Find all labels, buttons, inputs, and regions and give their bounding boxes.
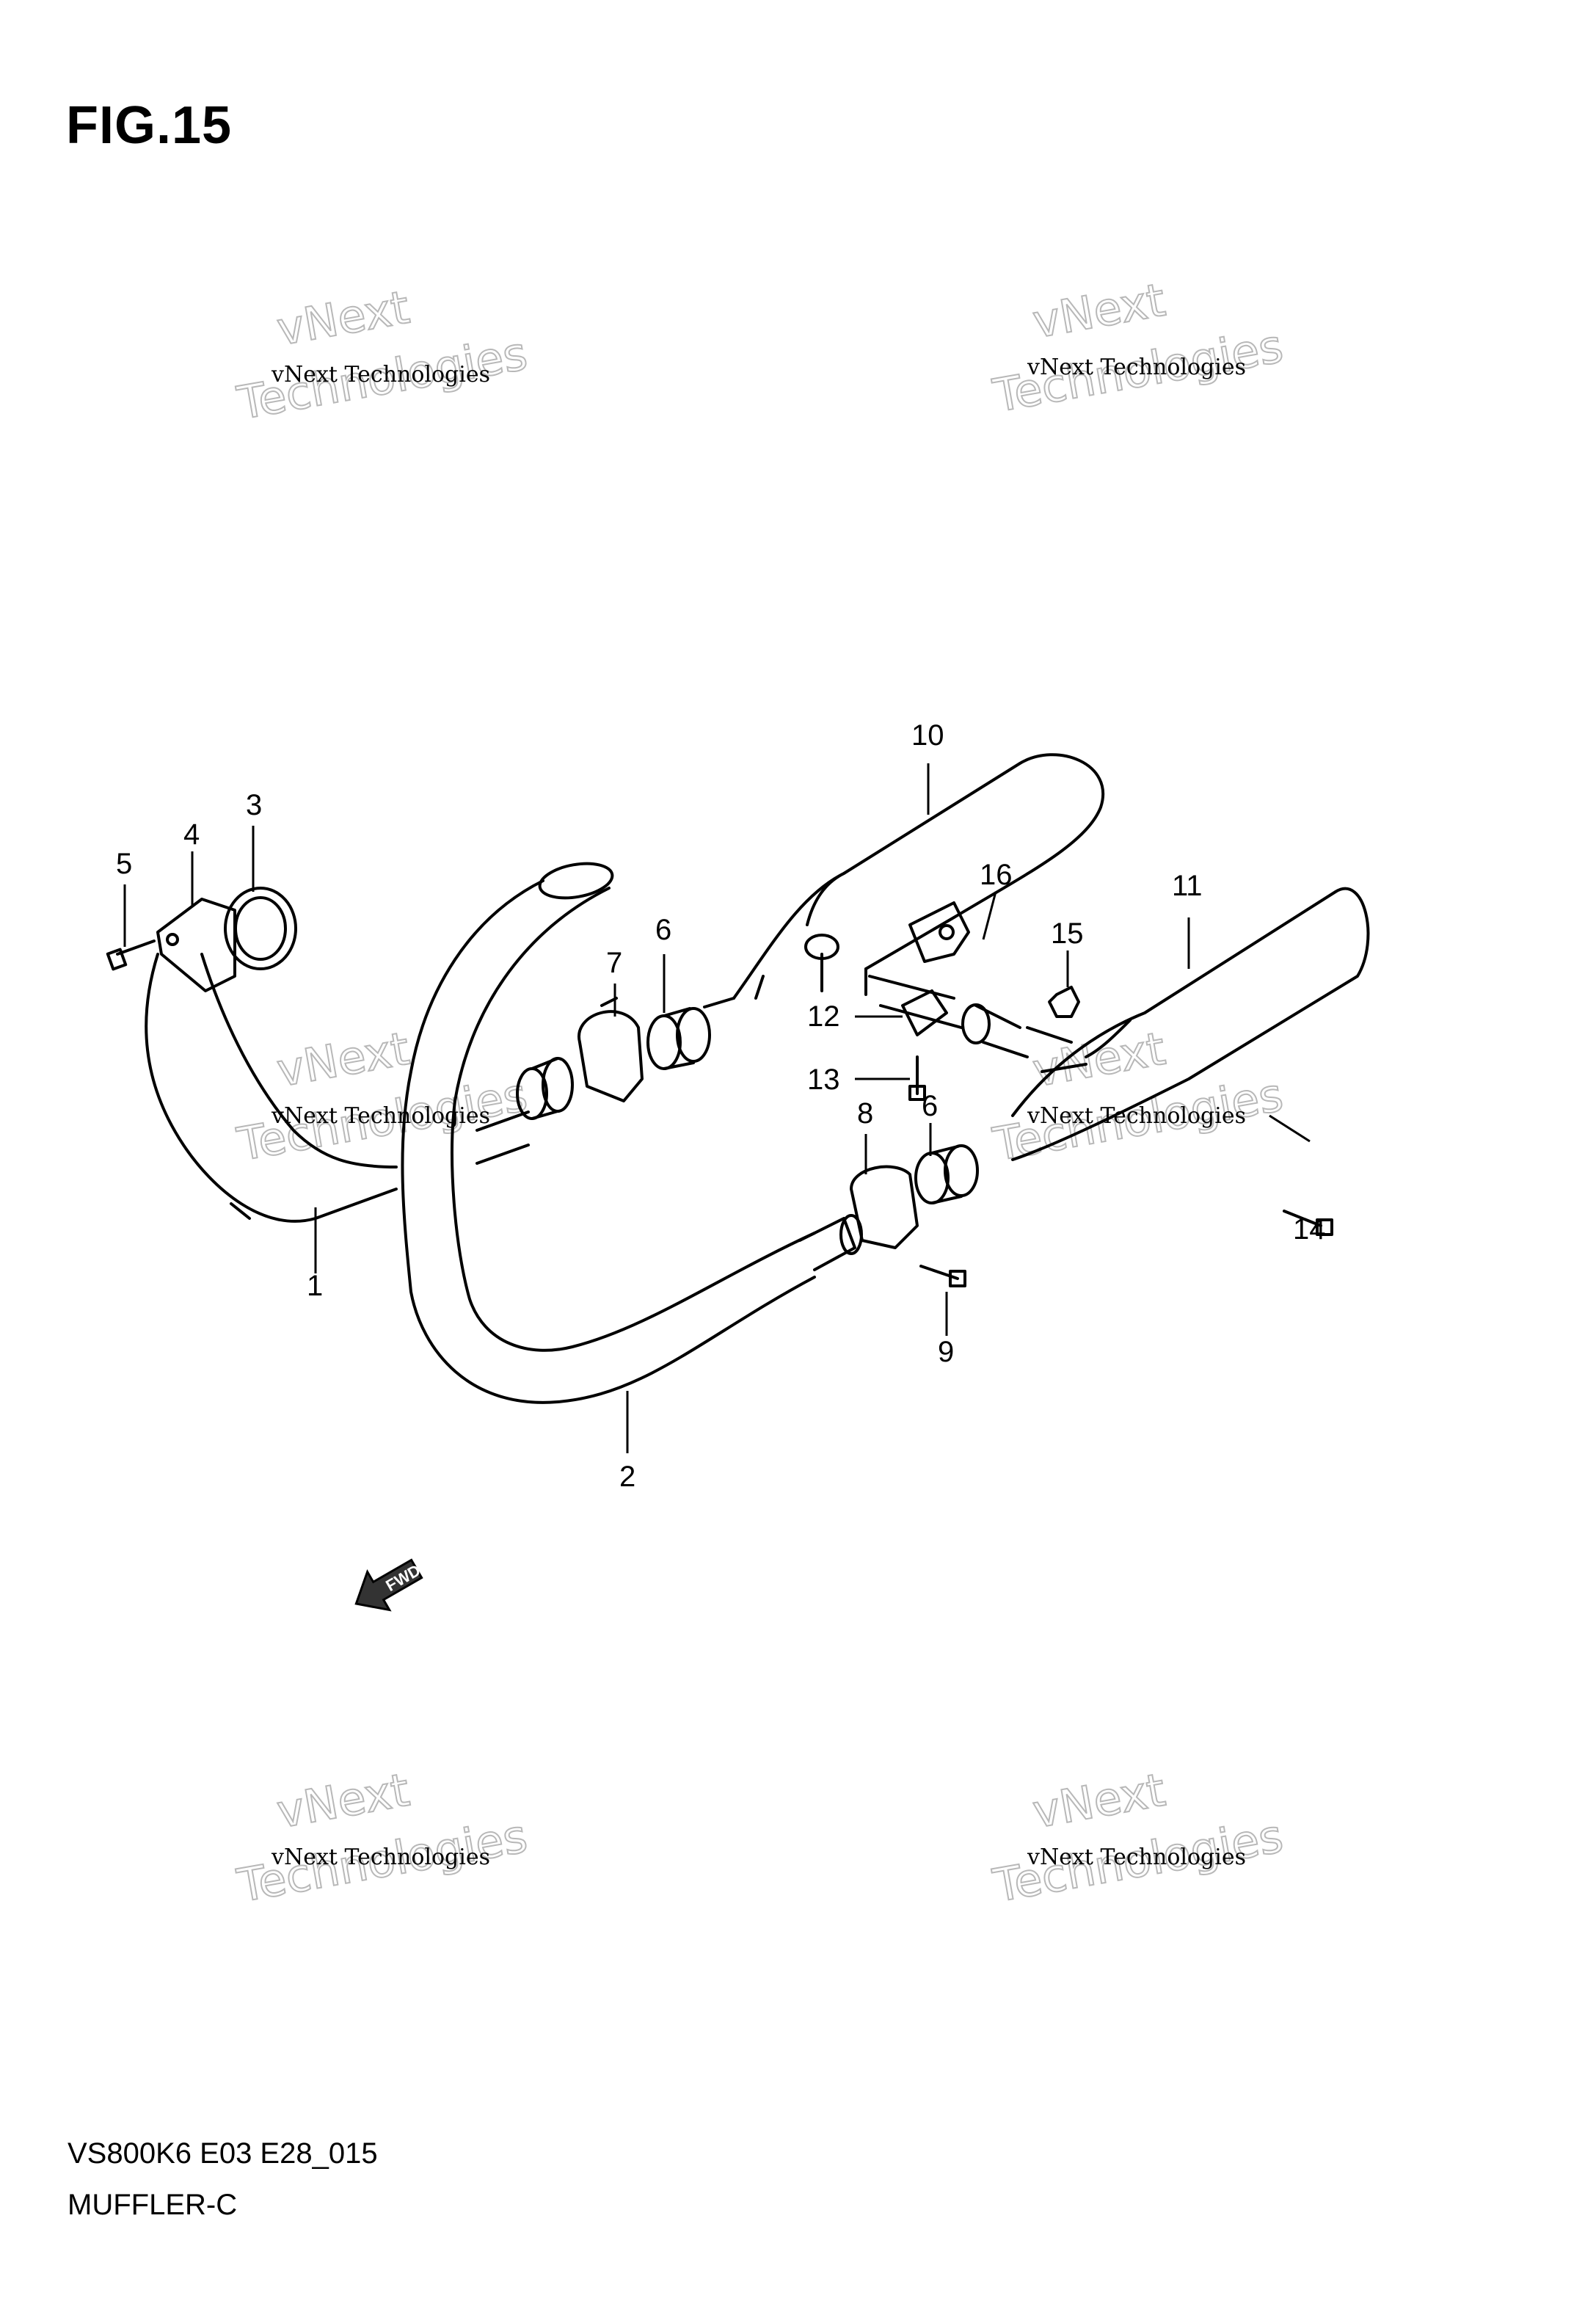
watermark-small: vNext Technologies <box>1027 1103 1246 1129</box>
watermark-small: vNext Technologies <box>1027 355 1246 380</box>
watermark-big-1: vNext <box>273 1022 413 1097</box>
callout-1: 1 <box>307 1270 323 1302</box>
part-flange <box>156 898 236 992</box>
arrow-icon <box>354 1558 423 1612</box>
callout-6-upper: 6 <box>655 914 671 946</box>
part-bracket-16 <box>908 901 970 963</box>
figure-name: MUFFLER-C <box>68 2189 238 2221</box>
watermark-big-1: vNext <box>1029 1763 1169 1839</box>
watermark-small: vNext Technologies <box>271 362 490 388</box>
callout-15: 15 <box>1051 917 1084 950</box>
callout-12: 12 <box>807 1000 840 1033</box>
callout-2: 2 <box>619 1461 635 1493</box>
watermark-bottom-left: vNext Technologies vNext Technologies <box>233 1762 532 1913</box>
callout-labels: 1 2 3 4 5 6 7 8 6 9 10 11 12 13 14 15 16 <box>116 719 1326 1493</box>
part-bolt-14 <box>1283 1210 1333 1236</box>
callout-7: 7 <box>606 947 622 979</box>
figure-code: VS800K6 E03 E28_015 <box>68 2137 378 2170</box>
callout-8: 8 <box>857 1097 873 1130</box>
watermark-big-1: vNext <box>1029 1022 1169 1097</box>
callout-16: 16 <box>980 859 1013 891</box>
watermark-big-1: vNext <box>273 1763 413 1839</box>
callout-9: 9 <box>938 1336 954 1368</box>
leader-lines <box>123 763 1311 1453</box>
watermark-top-left: vNext Technologies vNext Technologies <box>233 280 532 431</box>
part-clamp-8 <box>850 1165 919 1249</box>
callout-4: 4 <box>183 818 200 851</box>
part-nut-15 <box>1048 986 1080 1018</box>
watermark-small: vNext Technologies <box>1027 1844 1246 1870</box>
callout-13: 13 <box>807 1064 840 1096</box>
watermark-middle-right: vNext Technologies vNext Technologies <box>988 1021 1288 1172</box>
callout-14: 14 <box>1293 1213 1326 1246</box>
part-muffler-upper <box>703 753 1104 1029</box>
leader-16 <box>982 891 997 940</box>
callout-5: 5 <box>116 848 132 880</box>
callout-3: 3 <box>246 789 262 821</box>
part-clamp-12 <box>901 989 948 1036</box>
part-connector-6-upper <box>646 1007 711 1070</box>
watermark-top-right: vNext Technologies vNext Technologies <box>988 272 1288 423</box>
part-rear-exhaust-pipe <box>401 862 863 1404</box>
part-connector-6-lower <box>914 1144 979 1204</box>
figure-title: FIG.15 <box>66 96 233 155</box>
fwd-direction-arrow: FWD <box>354 1558 423 1612</box>
callout-10: 10 <box>911 719 944 752</box>
part-bolt-5 <box>106 939 156 971</box>
part-muffler-lower <box>961 887 1370 1161</box>
part-bolt-9 <box>919 1265 966 1287</box>
watermark-big-1: vNext <box>273 280 413 356</box>
callout-11: 11 <box>1172 870 1203 902</box>
part-bolt-13 <box>908 1055 926 1101</box>
watermark-small: vNext Technologies <box>271 1103 490 1129</box>
watermark-middle-left: vNext Technologies vNext Technologies <box>233 1021 532 1172</box>
part-front-exhaust-pipe <box>145 953 574 1223</box>
watermark-small: vNext Technologies <box>271 1844 490 1870</box>
callout-6-lower: 6 <box>922 1090 938 1122</box>
watermark-big-1: vNext <box>1029 273 1169 349</box>
watermark-bottom-right: vNext Technologies vNext Technologies <box>988 1762 1288 1913</box>
part-clamp-7 <box>577 997 644 1102</box>
leader-14 <box>1269 1114 1311 1143</box>
